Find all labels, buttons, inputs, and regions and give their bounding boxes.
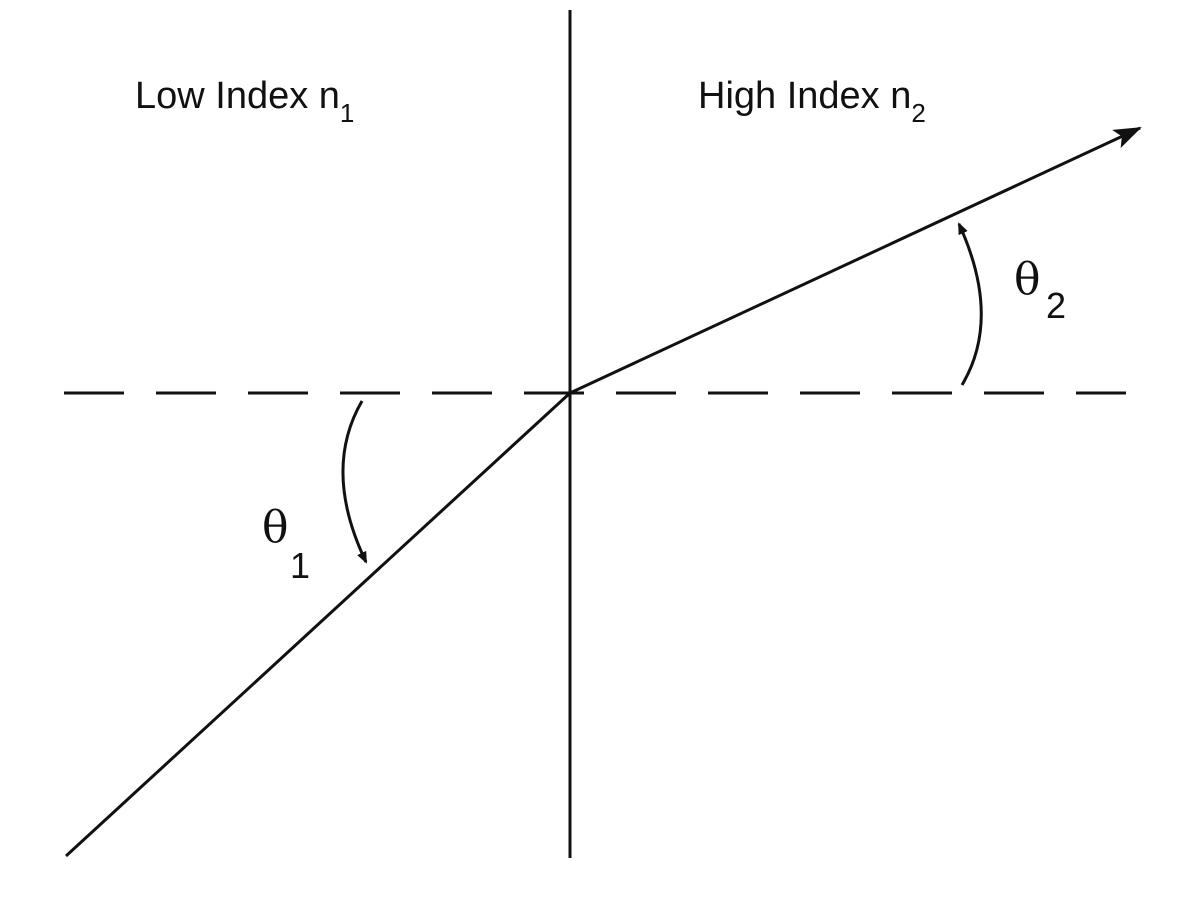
high-index-subscript: 2 <box>911 98 925 128</box>
theta1-symbol: θ <box>262 502 289 553</box>
theta2-arc-arrow <box>957 222 983 386</box>
theta1-arc-arrow <box>341 400 368 564</box>
theta1-subscript: 1 <box>290 545 310 586</box>
low-index-label-text: Low Index n <box>135 75 340 117</box>
refracted-ray <box>569 126 1142 395</box>
theta2-symbol: θ <box>1014 254 1041 305</box>
high-index-label-text: High Index n <box>698 75 911 117</box>
theta2-subscript: 2 <box>1046 285 1066 326</box>
high-index-label: High Index n2 <box>698 75 926 128</box>
incident-ray <box>64 391 572 858</box>
low-index-label: Low Index n1 <box>135 75 354 128</box>
low-index-subscript: 1 <box>340 98 354 128</box>
